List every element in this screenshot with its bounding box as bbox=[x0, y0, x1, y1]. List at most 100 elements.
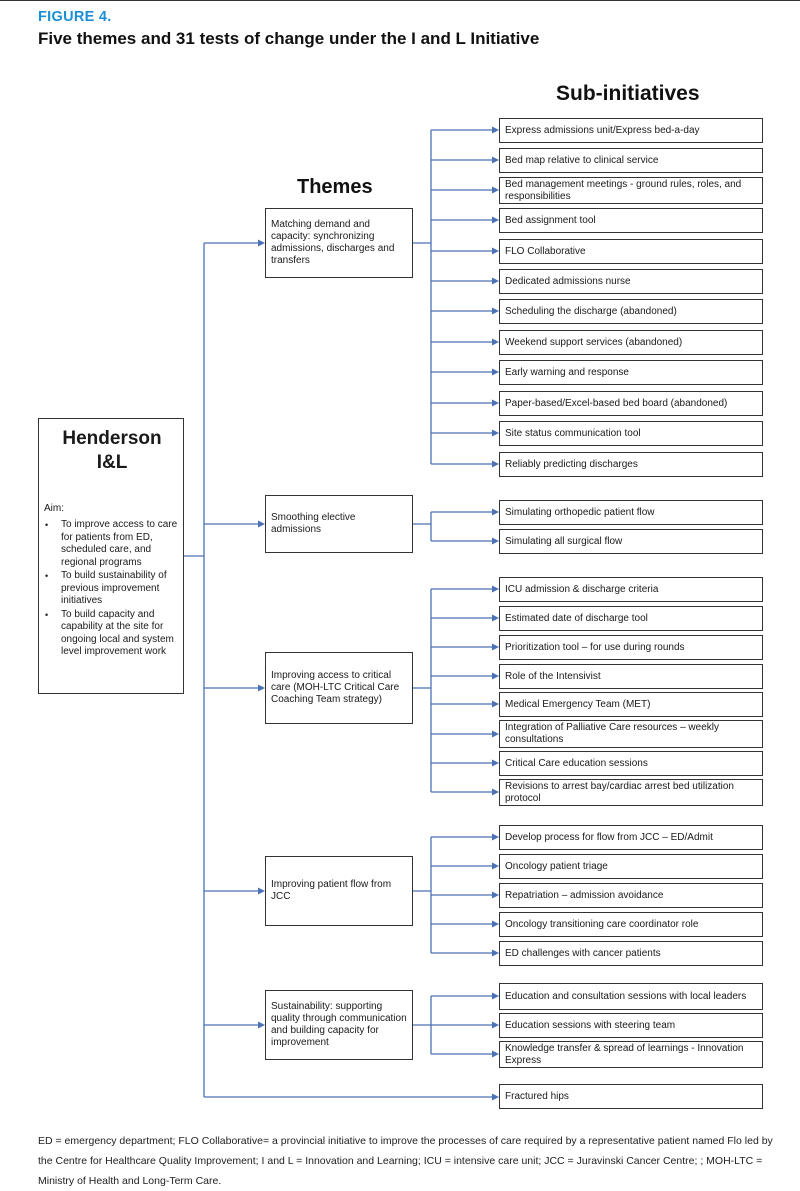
themes-heading: Themes bbox=[297, 176, 373, 198]
arrowhead-icon bbox=[492, 460, 499, 468]
sub-initiative-label: Prioritization tool – for use during rou… bbox=[505, 641, 685, 653]
arrowhead-icon bbox=[492, 672, 499, 680]
sub-initiative-label: Knowledge transfer & spread of learnings… bbox=[505, 1042, 744, 1066]
sub-initiative-box: Oncology transitioning care coordinator … bbox=[499, 912, 763, 937]
arrowhead-icon bbox=[258, 520, 265, 528]
top-rule bbox=[0, 0, 800, 1]
arrowhead-icon bbox=[492, 429, 499, 437]
theme-label: Improving patient flow from JCC bbox=[271, 879, 392, 902]
sub-initiative-box: Reliably predicting discharges bbox=[499, 452, 763, 477]
sub-initiative-box: Oncology patient triage bbox=[499, 854, 763, 879]
sub-initiative-box: Dedicated admissions nurse bbox=[499, 269, 763, 294]
sub-initiative-label: Dedicated admissions nurse bbox=[505, 275, 631, 287]
sub-initiative-label: Role of the Intensivist bbox=[505, 670, 601, 682]
sub-initiative-label: FLO Collaborative bbox=[505, 245, 586, 257]
sub-initiative-label: Education sessions with steering team bbox=[505, 1019, 676, 1031]
aim-item: •To build capacity and capability at the… bbox=[39, 609, 185, 659]
arrowhead-icon bbox=[492, 614, 499, 622]
sub-initiative-label: Paper-based/Excel-based bed board (aband… bbox=[505, 397, 728, 409]
sub-initiative-label: Fractured hips bbox=[505, 1090, 569, 1102]
sub-initiative-label: Bed management meetings - ground rules, … bbox=[505, 178, 742, 202]
theme-box: Sustainability: supporting quality throu… bbox=[265, 990, 413, 1060]
sub-initiative-box: Express admissions unit/Express bed-a-da… bbox=[499, 118, 763, 143]
sub-initiative-label: Scheduling the discharge (abandoned) bbox=[505, 305, 677, 317]
sub-initiative-box: FLO Collaborative bbox=[499, 239, 763, 264]
sub-initiatives-heading: Sub-initiatives bbox=[556, 82, 700, 105]
sub-initiative-label: Estimated date of discharge tool bbox=[505, 612, 648, 624]
sub-initiative-label: Oncology transitioning care coordinator … bbox=[505, 918, 699, 930]
sub-initiative-label: Reliably predicting discharges bbox=[505, 458, 638, 470]
aim-box: Henderson I&L Aim: • To improve access to… bbox=[38, 418, 184, 694]
sub-initiative-box: ED challenges with cancer patients bbox=[499, 941, 763, 966]
sub-initiative-box: Integration of Palliative Care resources… bbox=[499, 720, 763, 748]
theme-box: Improving access to critical care (MOH-L… bbox=[265, 652, 413, 724]
sub-initiative-box: Scheduling the discharge (abandoned) bbox=[499, 299, 763, 324]
aim-item-text: To build sustainability of previous impr… bbox=[61, 570, 167, 606]
arrowhead-icon bbox=[492, 585, 499, 593]
arrowhead-icon bbox=[492, 537, 499, 545]
sub-initiative-label: Medical Emergency Team (MET) bbox=[505, 698, 651, 710]
arrowhead-icon bbox=[492, 126, 499, 134]
sub-initiative-label: Express admissions unit/Express bed-a-da… bbox=[505, 124, 700, 136]
theme-label: Smoothing elective admissions bbox=[271, 512, 356, 535]
sub-initiative-box: ICU admission & discharge criteria bbox=[499, 577, 763, 602]
sub-initiative-box: Prioritization tool – for use during rou… bbox=[499, 635, 763, 660]
sub-initiative-label: Bed map relative to clinical service bbox=[505, 154, 659, 166]
arrowhead-icon bbox=[258, 684, 265, 692]
theme-box: Matching demand and capacity: synchroniz… bbox=[265, 208, 413, 278]
theme-label: Sustainability: supporting quality throu… bbox=[271, 1001, 407, 1048]
sub-initiative-label: Weekend support services (abandoned) bbox=[505, 336, 683, 348]
sub-initiative-label: Site status communication tool bbox=[505, 427, 641, 439]
sub-initiative-box: Critical Care education sessions bbox=[499, 751, 763, 776]
sub-initiative-box: Weekend support services (abandoned) bbox=[499, 330, 763, 355]
sub-initiative-box: Estimated date of discharge tool bbox=[499, 606, 763, 631]
aim-box-title: Henderson I&L bbox=[62, 428, 162, 473]
arrowhead-icon bbox=[492, 399, 499, 407]
sub-initiative-box: Site status communication tool bbox=[499, 421, 763, 446]
sub-initiative-label: Bed assignment tool bbox=[505, 214, 596, 226]
figure-title: Five themes and 31 tests of change under… bbox=[38, 29, 540, 48]
arrowhead-icon bbox=[492, 949, 499, 957]
sub-initiative-box: Revisions to arrest bay/cardiac arrest b… bbox=[499, 779, 763, 806]
arrowhead-icon bbox=[492, 277, 499, 285]
arrowhead-icon bbox=[492, 1050, 499, 1058]
arrowhead-icon bbox=[492, 730, 499, 738]
sub-initiative-box: Bed assignment tool bbox=[499, 208, 763, 233]
figure-label: FIGURE 4. bbox=[38, 9, 112, 25]
arrowhead-icon bbox=[492, 338, 499, 346]
arrowhead-icon bbox=[492, 920, 499, 928]
arrowhead-icon bbox=[492, 891, 499, 899]
sub-initiative-label: Develop process for flow from JCC – ED/A… bbox=[505, 831, 713, 843]
sub-initiative-label: Integration of Palliative Care resources… bbox=[505, 722, 719, 745]
sub-initiative-box: Education sessions with steering team bbox=[499, 1013, 763, 1038]
sub-initiative-label: Oncology patient triage bbox=[505, 860, 608, 872]
sub-initiative-label: ED challenges with cancer patients bbox=[505, 947, 661, 959]
arrowhead-icon bbox=[258, 239, 265, 247]
sub-initiative-box: Paper-based/Excel-based bed board (aband… bbox=[499, 391, 763, 416]
bullet-icon: • bbox=[45, 609, 49, 620]
arrowhead-icon bbox=[492, 833, 499, 841]
theme-box: Smoothing elective admissions bbox=[265, 495, 413, 553]
bullet-icon: • bbox=[45, 520, 49, 530]
aim-item: •To build sustainability of previous imp… bbox=[39, 570, 185, 608]
sub-initiative-box: Repatriation – admission avoidance bbox=[499, 883, 763, 908]
arrowhead-icon bbox=[492, 643, 499, 651]
theme-label: Matching demand and capacity: synchroniz… bbox=[271, 219, 395, 266]
sub-initiative-label: Education and consultation sessions with… bbox=[505, 990, 747, 1002]
aim-label: Aim: bbox=[44, 503, 64, 514]
sub-initiative-box: Knowledge transfer & spread of learnings… bbox=[499, 1041, 763, 1068]
sub-initiative-box: Medical Emergency Team (MET) bbox=[499, 692, 763, 717]
sub-initiative-label: ICU admission & discharge criteria bbox=[505, 583, 659, 595]
sub-initiative-box: Role of the Intensivist bbox=[499, 664, 763, 689]
sub-initiative-box: Simulating orthopedic patient flow bbox=[499, 500, 763, 525]
arrowhead-icon bbox=[492, 186, 499, 194]
arrowhead-icon bbox=[492, 1021, 499, 1029]
sub-initiative-label: Simulating all surgical flow bbox=[505, 535, 623, 547]
arrowhead-icon bbox=[492, 700, 499, 708]
arrowhead-icon bbox=[258, 887, 265, 895]
sub-initiative-label: Revisions to arrest bay/cardiac arrest b… bbox=[505, 780, 734, 804]
aim-item-text: To improve access to care for patients f… bbox=[61, 519, 178, 568]
sub-initiative-box: Bed map relative to clinical service bbox=[499, 148, 763, 173]
sub-initiative-box: Education and consultation sessions with… bbox=[499, 983, 763, 1010]
